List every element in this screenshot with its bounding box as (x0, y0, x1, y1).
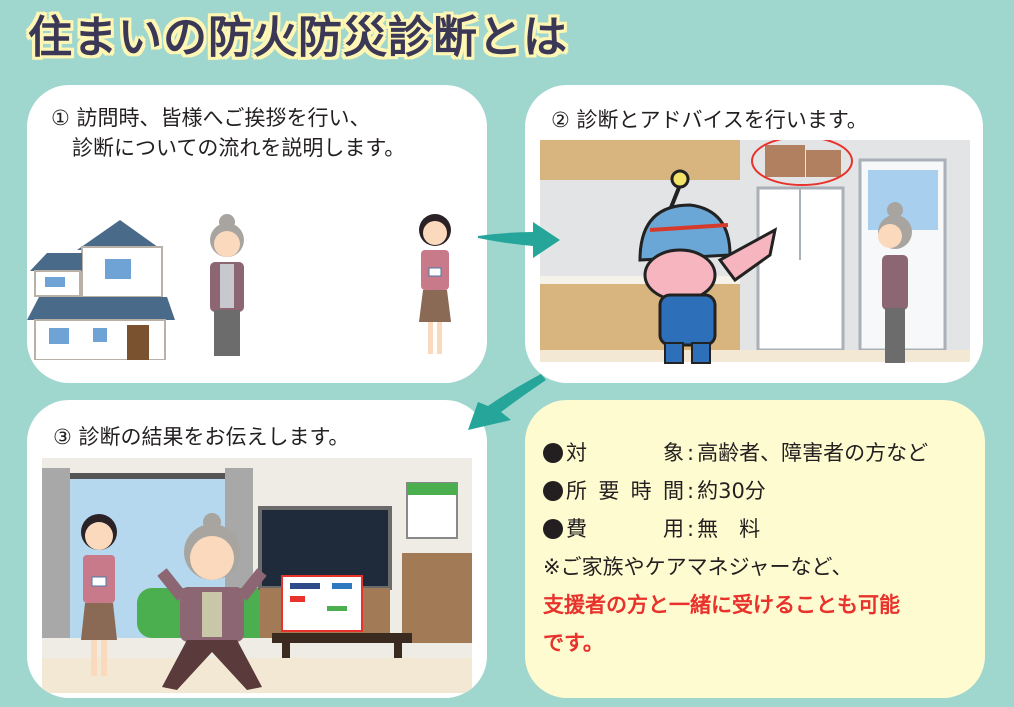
step-2-panel: ② 診断とアドバイスを行います。 (525, 85, 983, 383)
arrow-right-icon (478, 222, 560, 258)
fire-mascot-illustration (638, 169, 778, 364)
info-highlight-line2: です。 (543, 631, 604, 655)
house-illustration (27, 220, 175, 360)
info-row-target: 対 象 : 高齢者、障害者の方など (543, 434, 928, 472)
step-1-panel: ① 訪問時、皆様へご挨拶を行い、 診断についての流れを説明します。 (27, 85, 487, 383)
step-1-text-line1: ① 訪問時、皆様へご挨拶を行い、 (51, 106, 371, 130)
step-2-text: ② 診断とアドバイスを行います。 (551, 108, 868, 132)
bullet-icon (543, 481, 563, 501)
info-highlight-line1: 支援者の方と一緒に受けることも可能 (543, 593, 900, 617)
bullet-icon (543, 443, 563, 463)
elderly-woman-side-illustration (878, 202, 912, 363)
kitchen-illustration (540, 140, 970, 362)
info-row-cost: 費 用 : 無 料 (543, 510, 928, 548)
happy-elderly-woman-illustration (157, 513, 267, 690)
info-panel: 対 象 : 高齢者、障害者の方など 所要時間 : 約30分 費 用 : 無 料 … (525, 400, 985, 698)
elderly-woman-illustration (210, 214, 244, 356)
info-value: 無 料 (697, 517, 761, 541)
info-label: 対 象 (566, 441, 684, 465)
arrow-down-left-icon (468, 374, 546, 430)
step-3-text: ③ 診断の結果をお伝えします。 (53, 425, 350, 449)
info-list: 対 象 : 高齢者、障害者の方など 所要時間 : 約30分 費 用 : 無 料 … (543, 434, 928, 662)
staff-woman-illustration (81, 514, 117, 676)
info-value: 約30分 (697, 479, 766, 503)
step-3-panel: ③ 診断の結果をお伝えします。 (27, 400, 487, 698)
info-row-duration: 所要時間 : 約30分 (543, 472, 928, 510)
step-1-text-line2: 診断についての流れを説明します。 (72, 136, 406, 160)
info-label: 所要時間 (566, 479, 684, 503)
info-note: ※ご家族やケアマネジャーなど、 (543, 555, 853, 579)
info-label: 費 用 (566, 517, 684, 541)
info-value: 高齢者、障害者の方など (697, 441, 929, 465)
staff-woman-illustration (419, 214, 451, 354)
bullet-icon (543, 519, 563, 539)
page-title: 住まいの防火防災診断とは (28, 12, 568, 63)
